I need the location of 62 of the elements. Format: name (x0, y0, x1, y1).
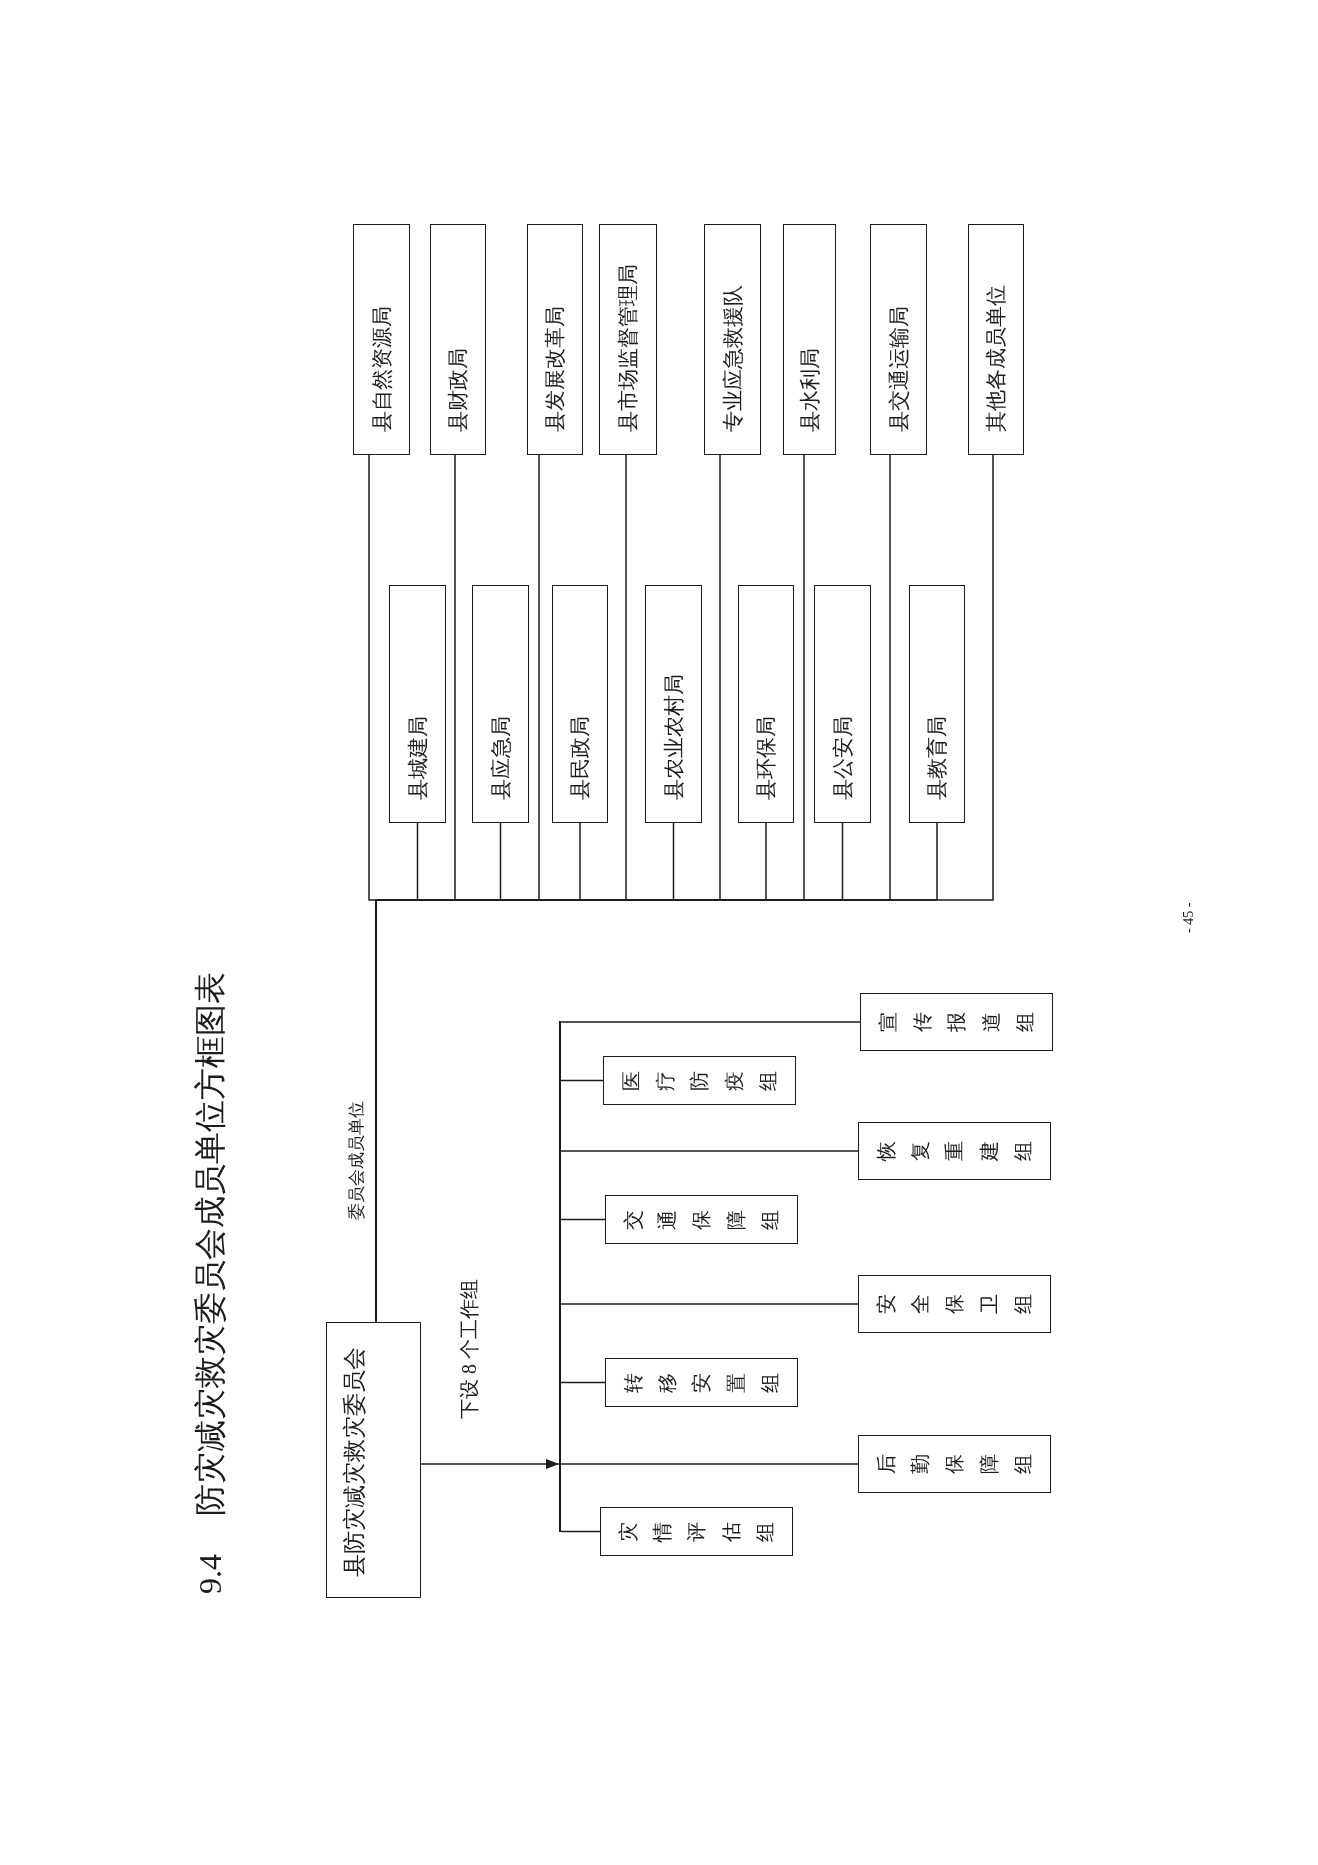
member-unit-box (430, 224, 486, 455)
connector-line (560, 1463, 859, 1465)
member-unit-box (704, 224, 761, 455)
connector-line (560, 1079, 604, 1082)
member-unit-box (968, 224, 1024, 455)
group-name: 宣传报道组 (875, 1012, 1038, 1032)
unit-name: 县交通运输局 (885, 306, 912, 432)
member-unit-box (472, 585, 529, 823)
connector-line (560, 1021, 861, 1023)
connector-line (560, 1303, 859, 1305)
group-name: 后勤保障组 (873, 1454, 1036, 1474)
unit-name: 县农业农村局 (660, 674, 687, 800)
unit-name: 县财政局 (445, 348, 471, 432)
group-name: 转移安置组 (620, 1372, 783, 1393)
group-name: 医疗防疫组 (618, 1070, 781, 1091)
unit-name: 县公安局 (829, 716, 856, 800)
member-unit-box (783, 224, 836, 455)
connector-line (560, 1530, 601, 1533)
working-group-box (605, 1195, 798, 1244)
working-group-box (600, 1507, 793, 1556)
unit-name: 其他各成员单位 (983, 285, 1009, 432)
member-unit-box (645, 585, 702, 823)
unit-name: 县发展改革局 (542, 306, 568, 432)
junction-line (559, 1021, 561, 1532)
member-unit-box (738, 585, 794, 823)
page-number: - 45 - (1180, 902, 1197, 933)
unit-name: 县城建局 (404, 716, 431, 800)
working-group-box (603, 1056, 796, 1105)
member-unit-box (552, 585, 608, 823)
connector-line (560, 1381, 606, 1384)
member-unit-box (870, 224, 927, 455)
committee-name: 县防灾减灾救灾委员会 (341, 1347, 368, 1577)
working-group-box (860, 993, 1053, 1051)
unit-name: 县自然资源局 (368, 306, 395, 432)
unit-name: 县水利局 (796, 348, 823, 432)
group-name: 交通保障组 (620, 1209, 783, 1230)
unit-name: 县民政局 (567, 716, 593, 800)
annotation-text: 下设 8 个工作组 (457, 1279, 481, 1419)
unit-name: 县应急局 (487, 716, 514, 800)
arrow (420, 1459, 560, 1469)
member-unit-box (353, 224, 410, 455)
unit-name: 县市场监督管理局 (615, 264, 641, 432)
member-unit-box (909, 585, 965, 823)
connector-line (560, 1150, 859, 1152)
committee-box (326, 1322, 421, 1598)
unit-name: 专业应急救援队 (719, 285, 746, 432)
member-unit-box (527, 224, 583, 455)
group-name: 恢复重建组 (873, 1141, 1036, 1161)
connector-line (560, 1218, 606, 1221)
working-group-box (858, 1435, 1051, 1493)
member-unit-box (814, 585, 871, 823)
group-name: 灾情评估组 (615, 1521, 778, 1542)
member-unit-box (599, 224, 657, 455)
group-name: 安全保卫组 (873, 1294, 1036, 1314)
working-group-box (858, 1275, 1051, 1333)
working-group-box (605, 1358, 798, 1407)
working-group-box (858, 1122, 1051, 1180)
member-unit-box (389, 585, 446, 823)
unit-name: 县环保局 (753, 716, 779, 800)
unit-name: 县教育局 (924, 716, 950, 800)
diagram-title: 9.4 防灾减灾救灾委员会成员单位方框图表 (191, 972, 229, 1594)
annotation-text: 委员会成员单位 (346, 1101, 367, 1220)
